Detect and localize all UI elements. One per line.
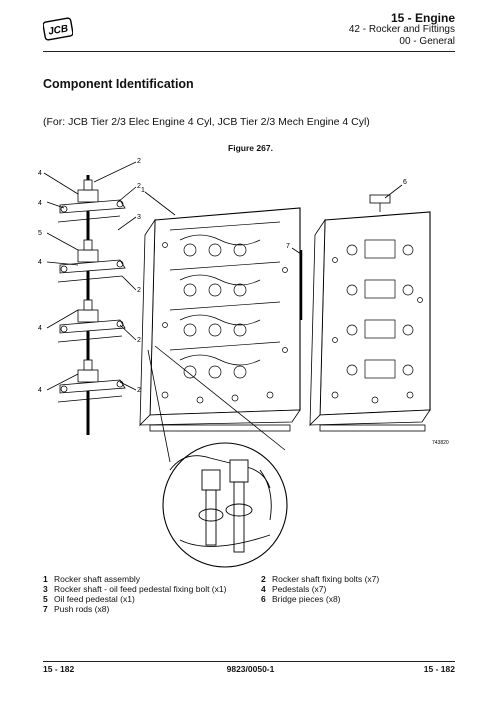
- header-subtitle-2: 00 - General: [399, 36, 455, 47]
- image-reference: 743820: [432, 440, 449, 446]
- footer-divider: [43, 661, 455, 662]
- footer-page-right: 15 - 182: [423, 664, 455, 674]
- callout-1: 1: [141, 187, 145, 194]
- figure-caption: Figure 267.: [228, 143, 273, 153]
- applicability-note: (For: JCB Tier 2/3 Elec Engine 4 Cyl, JC…: [43, 116, 370, 128]
- callout-4: 4: [38, 325, 42, 332]
- callout-2: 2: [137, 387, 141, 394]
- page-header: 15 - Engine 42 - Rocker and Fittings 00 …: [349, 12, 455, 48]
- callout-5: 5: [38, 230, 42, 237]
- callout-2: 2: [137, 158, 141, 165]
- header-title: 15 - Engine: [390, 11, 455, 25]
- cylinder-head-bare: [291, 184, 431, 432]
- jcb-logo: JCB: [43, 17, 73, 41]
- callout-4: 4: [38, 200, 42, 207]
- callout-2: 2: [137, 183, 141, 190]
- section-title: Component Identification: [43, 77, 194, 91]
- rocker-shaft-exploded: [43, 161, 137, 435]
- footer-page-left: 15 - 182: [43, 664, 75, 674]
- footer-doc-number: 9823/0050-1: [226, 664, 275, 674]
- cylinder-head-assembled: [139, 191, 301, 432]
- callout-4: 4: [38, 259, 42, 266]
- svg-text:JCB: JCB: [47, 23, 69, 37]
- callout-4: 4: [38, 170, 42, 177]
- callout-3: 3: [137, 214, 141, 221]
- callout-7: 7: [286, 243, 290, 250]
- callout-6: 6: [403, 179, 407, 186]
- header-divider: [43, 51, 455, 52]
- header-subtitle-1: 42 - Rocker and Fittings: [348, 24, 455, 35]
- callout-2: 2: [137, 337, 141, 344]
- callout-4: 4: [38, 387, 42, 394]
- detail-magnifier: [147, 345, 288, 568]
- rocker-assembly-diagram: 4 2 2 4 3 5 4 2 4 2 4 2 1 6 7 743820: [38, 158, 449, 568]
- callout-2: 2: [137, 287, 141, 294]
